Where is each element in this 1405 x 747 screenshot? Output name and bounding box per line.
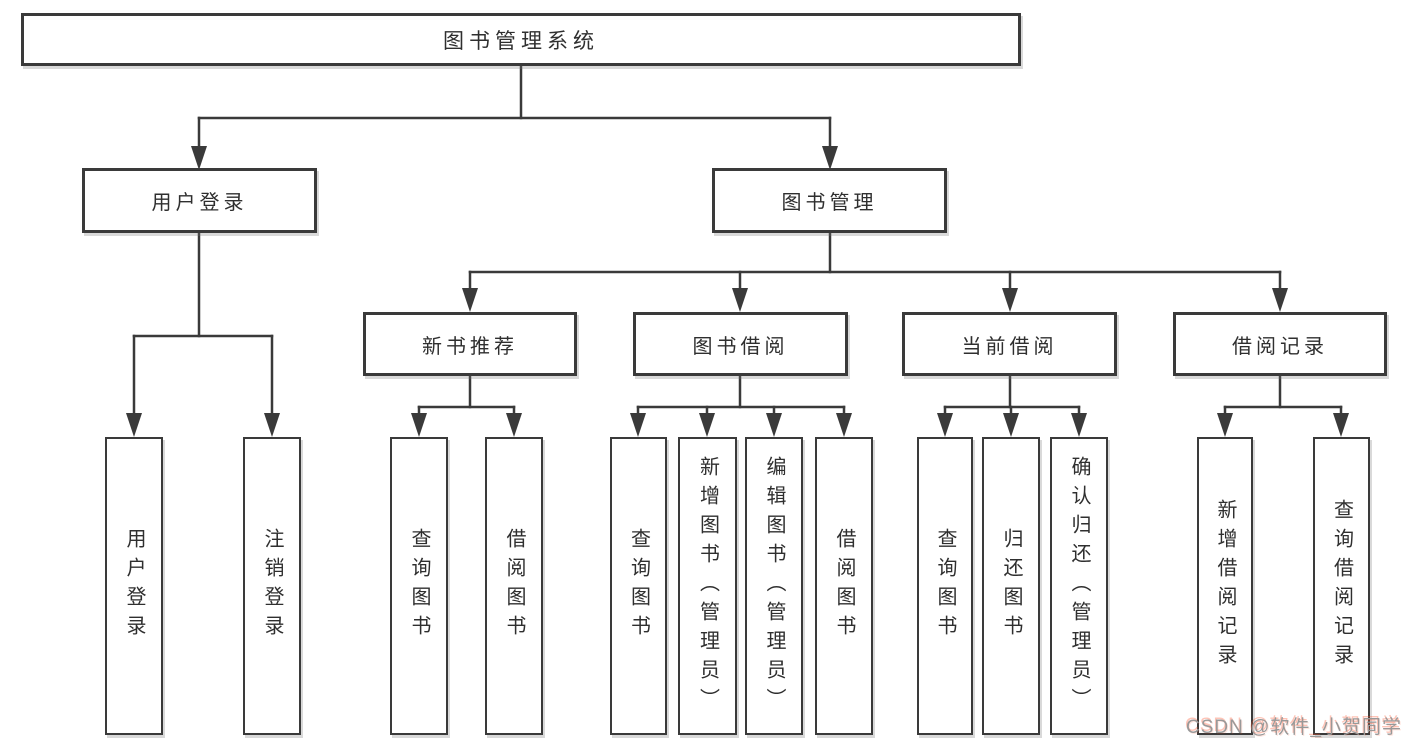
leaf-logout-label: 注销登录 bbox=[261, 528, 283, 644]
leaf-edit-book-admin-label: 编辑图书（管理员） bbox=[763, 455, 785, 717]
watermark-text: CSDN @软件_小贺同学 bbox=[1186, 717, 1402, 738]
node-library-system-label: 图书管理系统 bbox=[443, 29, 599, 53]
leaf-query-borrow-record: 查询借阅记录 bbox=[1313, 437, 1370, 735]
leaf-logout: 注销登录 bbox=[243, 437, 301, 735]
node-borrowing-records-label: 借阅记录 bbox=[1232, 335, 1328, 358]
node-current-borrowing: 当前借阅 bbox=[902, 312, 1117, 376]
connector-book-management-group bbox=[468, 231, 1282, 291]
connector-book-borrowing-group bbox=[636, 373, 846, 416]
leaf-query-books-borrowing: 查询图书 bbox=[610, 437, 667, 735]
leaf-edit-book-admin: 编辑图书（管理员） bbox=[745, 437, 803, 735]
node-book-management-label: 图书管理 bbox=[781, 192, 878, 214]
leaf-query-books-recommend: 查询图书 bbox=[390, 437, 448, 735]
node-book-management: 图书管理 bbox=[712, 168, 947, 233]
node-user-login: 用户登录 bbox=[82, 168, 317, 233]
connector-borrowing-records-group bbox=[1223, 373, 1343, 416]
connector-new-book-group bbox=[417, 373, 516, 416]
connector-user-login-group bbox=[132, 231, 274, 416]
node-borrowing-records: 借阅记录 bbox=[1173, 312, 1387, 376]
leaf-add-book-admin-label: 新增图书（管理员） bbox=[696, 455, 719, 717]
node-current-borrowing-label: 当前借阅 bbox=[961, 335, 1058, 358]
leaf-query-books-current-label: 查询图书 bbox=[934, 528, 956, 644]
node-book-borrowing-label: 图书借阅 bbox=[692, 335, 789, 358]
node-library-system: 图书管理系统 bbox=[21, 13, 1021, 66]
leaf-borrow-books-borrowing-label: 借阅图书 bbox=[833, 528, 855, 644]
leaf-add-borrow-record-label: 新增借阅记录 bbox=[1214, 499, 1236, 673]
leaf-query-borrow-record-label: 查询借阅记录 bbox=[1330, 499, 1353, 673]
leaf-return-books: 归还图书 bbox=[982, 437, 1040, 735]
leaf-user-login: 用户登录 bbox=[105, 437, 163, 735]
leaf-confirm-return-admin-label: 确认归还（管理员） bbox=[1068, 455, 1090, 717]
connector-current-borrowing-group bbox=[943, 373, 1081, 416]
leaf-borrow-books-borrowing: 借阅图书 bbox=[815, 437, 873, 735]
leaf-add-borrow-record: 新增借阅记录 bbox=[1197, 437, 1253, 735]
leaf-confirm-return-admin: 确认归还（管理员） bbox=[1050, 437, 1108, 735]
leaf-query-books-current: 查询图书 bbox=[917, 437, 973, 735]
leaf-borrow-books-recommend-label: 借阅图书 bbox=[503, 528, 525, 644]
leaf-query-books-borrowing-label: 查询图书 bbox=[627, 528, 650, 644]
leaf-user-login-label: 用户登录 bbox=[123, 528, 145, 644]
arrowheads bbox=[126, 146, 1349, 437]
leaf-query-books-recommend-label: 查询图书 bbox=[408, 528, 430, 644]
node-user-login-label: 用户登录 bbox=[151, 192, 248, 214]
connector-root-to-level2 bbox=[197, 64, 832, 149]
leaf-return-books-label: 归还图书 bbox=[1000, 528, 1022, 644]
leaf-borrow-books-recommend: 借阅图书 bbox=[485, 437, 543, 735]
leaf-add-book-admin: 新增图书（管理员） bbox=[678, 437, 737, 735]
node-new-book-recommend: 新书推荐 bbox=[363, 312, 577, 376]
node-book-borrowing: 图书借阅 bbox=[633, 312, 848, 376]
node-new-book-recommend-label: 新书推荐 bbox=[422, 335, 518, 358]
